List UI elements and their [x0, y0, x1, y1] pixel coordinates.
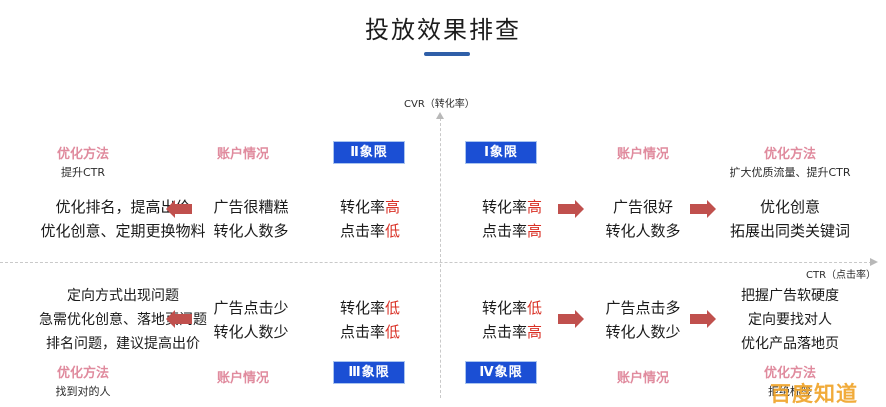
- arrow-right-q1-b-icon: [690, 200, 716, 218]
- q2-core-flag-2: 低: [385, 222, 401, 240]
- q4-account-line-1: 广告点击多: [605, 299, 681, 317]
- quadrant-badge-3[interactable]: Ⅲ象限: [334, 362, 404, 383]
- q3-method-header-text: 优化方法: [56, 366, 109, 381]
- q1-method-header: 优化方法 扩大优质流量、提升CTR: [700, 143, 880, 180]
- q3-account-line-1: 广告点击少: [213, 299, 289, 317]
- q3-method-line-2: 急需优化创意、落地页问题: [39, 312, 207, 328]
- q2-method-header-text: 优化方法: [56, 147, 109, 162]
- q3-core-metric-1: 转化率: [339, 299, 385, 317]
- q4-method-line-3: 优化产品落地页: [741, 336, 839, 352]
- q2-method-header: 优化方法 提升CTR: [18, 143, 148, 180]
- q4-method-body: 把握广告软硬度 定向要找对人 优化产品落地页: [690, 284, 886, 356]
- q1-account-header: 账户情况: [616, 147, 669, 162]
- q1-core-metrics: 转化率高 点击率高: [462, 195, 562, 243]
- q2-method-line-1: 优化排名，提高出价: [55, 198, 191, 216]
- q2-account-header: 账户情况: [216, 147, 269, 162]
- q3-core-line-2: 点击率低: [320, 320, 420, 344]
- q2-account-body: 广告很糟糕 转化人数多: [196, 195, 306, 243]
- q3-method-header: 优化方法 找到对的人: [18, 362, 148, 399]
- q4-method-line-2: 定向要找对人: [748, 312, 832, 328]
- q1-account-line-2: 转化人数多: [605, 222, 681, 240]
- q4-account-header: 账户情况: [616, 371, 669, 386]
- ctr-axis-arrowhead-icon: [870, 258, 878, 266]
- q2-method-line-2: 优化创意、定期更换物料: [40, 222, 206, 240]
- quadrant-badge-2[interactable]: Ⅱ象限: [334, 142, 404, 163]
- q2-core-line-1: 转化率高: [320, 195, 420, 219]
- q3-account-header: 账户情况: [216, 371, 269, 386]
- q3-account-body: 广告点击少 转化人数少: [196, 296, 306, 344]
- q1-method-subtitle: 扩大优质流量、提升CTR: [729, 166, 851, 179]
- q2-core-metric-1: 转化率: [339, 198, 385, 216]
- q1-account-line-1: 广告很好: [612, 198, 673, 216]
- q1-method-line-2: 拓展出同类关键词: [729, 222, 850, 240]
- q4-core-metric-1: 转化率: [481, 299, 527, 317]
- q4-method-line-1: 把握广告软硬度: [741, 288, 839, 304]
- q1-core-metric-1: 转化率: [481, 198, 527, 216]
- q2-core-flag-1: 高: [385, 198, 401, 216]
- arrow-right-q1-a-icon: [558, 200, 584, 218]
- q1-core-metric-2: 点击率: [481, 222, 527, 240]
- cvr-axis-line: [440, 118, 441, 398]
- q4-account-line-2: 转化人数少: [605, 323, 681, 341]
- q1-method-line-1: 优化创意: [759, 198, 820, 216]
- q1-method-header-text: 优化方法: [763, 147, 816, 162]
- q4-core-line-2: 点击率高: [462, 320, 562, 344]
- q4-core-metric-2: 点击率: [481, 323, 527, 341]
- q1-core-line-2: 点击率高: [462, 219, 562, 243]
- q4-method-subtitle: 拒绝标签: [768, 385, 812, 398]
- q2-core-line-2: 点击率低: [320, 219, 420, 243]
- quadrant-badge-4[interactable]: Ⅳ象限: [466, 362, 536, 383]
- q2-core-metrics: 转化率高 点击率低: [320, 195, 420, 243]
- ctr-axis-label: CTR（点击率）: [806, 270, 877, 281]
- q4-core-flag-2: 高: [527, 323, 543, 341]
- q1-core-flag-1: 高: [527, 198, 543, 216]
- title-underline-rule: [424, 52, 470, 56]
- q1-core-flag-2: 高: [527, 222, 543, 240]
- q2-method-subtitle: 提升CTR: [60, 166, 106, 179]
- arrow-right-q4-a-icon: [558, 310, 584, 328]
- q4-core-metrics: 转化率低 点击率高: [462, 296, 562, 344]
- ctr-axis-line: [0, 262, 872, 263]
- q2-method-body: 优化排名，提高出价 优化创意、定期更换物料: [0, 195, 258, 243]
- q3-core-flag-2: 低: [385, 323, 401, 341]
- q4-account-body: 广告点击多 转化人数少: [588, 296, 698, 344]
- q3-method-body: 定向方式出现问题 急需优化创意、落地页问题 排名问题，建议提高出价: [0, 284, 258, 356]
- arrow-right-q4-b-icon: [690, 310, 716, 328]
- q1-method-body: 优化创意 拓展出同类关键词: [690, 195, 886, 243]
- q3-method-subtitle: 找到对的人: [55, 385, 111, 398]
- q4-core-line-1: 转化率低: [462, 296, 562, 320]
- q1-account-body: 广告很好 转化人数多: [588, 195, 698, 243]
- q2-account-line-2: 转化人数多: [213, 222, 289, 240]
- q2-account-line-1: 广告很糟糕: [213, 198, 289, 216]
- arrow-left-q2-icon: [166, 200, 192, 218]
- q3-account-line-2: 转化人数少: [213, 323, 289, 341]
- baidu-zhidao-watermark: 百度知道: [770, 382, 858, 406]
- cvr-axis-label: CVR（转化率）: [404, 99, 475, 110]
- q3-method-line-3: 排名问题，建议提高出价: [46, 336, 200, 352]
- cvr-axis-arrowhead-icon: [436, 112, 444, 119]
- q4-method-header-text: 优化方法: [763, 366, 816, 381]
- q4-method-header: 优化方法 拒绝标签: [700, 362, 880, 399]
- q1-core-line-1: 转化率高: [462, 195, 562, 219]
- q4-core-flag-1: 低: [527, 299, 543, 317]
- q3-core-flag-1: 低: [385, 299, 401, 317]
- q3-core-metrics: 转化率低 点击率低: [320, 296, 420, 344]
- q2-core-metric-2: 点击率: [339, 222, 385, 240]
- quadrant-badge-1[interactable]: Ⅰ象限: [466, 142, 536, 163]
- q3-method-line-1: 定向方式出现问题: [67, 288, 179, 304]
- q3-core-line-1: 转化率低: [320, 296, 420, 320]
- q3-core-metric-2: 点击率: [339, 323, 385, 341]
- arrow-left-q3-icon: [166, 310, 192, 328]
- page-title: 投放效果排查: [365, 16, 521, 44]
